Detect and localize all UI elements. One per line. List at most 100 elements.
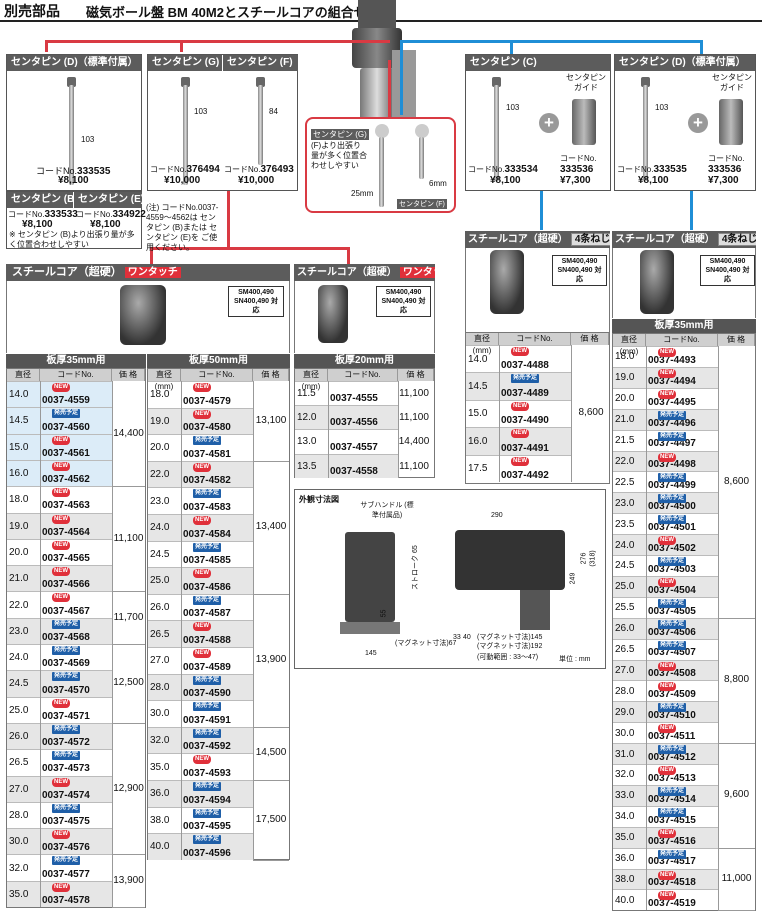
steel-core-image — [318, 285, 348, 343]
pin-d2-guide-label: センタピン ガイド — [712, 73, 752, 92]
column-header-price: 価 格 — [253, 369, 289, 381]
pin-f-code: コードNo.376493 — [224, 164, 294, 175]
column-header-price: 価 格 — [718, 334, 755, 346]
new-badge: NEW — [52, 461, 70, 471]
coming-soon-badge: 発売予定 — [658, 473, 687, 483]
plus-icon: + — [539, 113, 559, 133]
machine-base — [340, 622, 400, 634]
cell-size: 31.0 — [615, 748, 635, 760]
cell-size: 15.0 — [9, 441, 29, 453]
pin-e-heading: センタピン (E)※ — [74, 192, 142, 208]
cell-size: 25.0 — [9, 704, 29, 716]
pin-c-guide-label: センタピン ガイド — [566, 73, 606, 92]
new-badge: NEW — [658, 766, 676, 775]
price-group: 8,600 — [723, 475, 750, 487]
cell-code: 0037-4574 — [42, 789, 90, 801]
cell-code: 0037-4592 — [183, 741, 231, 753]
pin-icon — [494, 85, 499, 181]
pin-c-guide-code-label: コードNo. — [560, 154, 597, 163]
cell-code: 0037-4596 — [183, 847, 231, 859]
cell-code: 0037-4496 — [648, 417, 696, 429]
new-badge: NEW — [52, 488, 70, 498]
screw-core-b-photo-area — [612, 248, 756, 318]
new-badge: NEW — [52, 435, 70, 445]
cell-code: 0037-4518 — [648, 877, 696, 889]
cell-code: 0037-4493 — [648, 354, 696, 366]
new-badge: NEW — [193, 462, 211, 472]
column-header-size: 直径(mm) — [613, 334, 646, 356]
pin-b-code: コードNo.333533 — [8, 209, 78, 220]
cell-size: 16.0 — [9, 468, 29, 480]
new-badge: NEW — [52, 882, 70, 892]
cell-size: 19.0 — [615, 372, 635, 384]
connector-line — [227, 190, 230, 250]
cell-code: 0037-4519 — [648, 898, 696, 910]
steel-core-image — [120, 285, 166, 345]
machine-illustration — [336, 0, 416, 130]
connector-line — [400, 40, 403, 115]
cell-size: 11.5 — [297, 388, 316, 400]
cell-code: 0037-4503 — [648, 563, 696, 575]
cell-code: 0037-4495 — [648, 396, 696, 408]
cell-size: 14.0 — [468, 353, 488, 365]
price-group: 11,000 — [721, 872, 752, 884]
screw-core-b-heading: スチールコア（超硬）4条ねじ — [612, 231, 756, 248]
cell-size: 14.5 — [468, 381, 488, 393]
cell-code: 0037-4512 — [648, 751, 696, 763]
new-badge: NEW — [52, 540, 70, 550]
onetouch20-heading: スチールコア（超硬）ワンタッチ — [294, 264, 435, 281]
dim-290: 290 — [491, 512, 503, 519]
cell-price: 11,100 — [399, 388, 429, 400]
cell-size: 30.0 — [9, 836, 29, 848]
pin-icon — [181, 77, 190, 87]
cell-size: 25.5 — [615, 602, 635, 614]
cell-code: 0037-4576 — [42, 842, 90, 854]
coming-soon-badge: 発売予定 — [658, 557, 687, 566]
cell-code: 0037-4491 — [501, 442, 549, 454]
pin-c-card: センタピン (C) 103 + センタピン ガイド — [465, 54, 611, 191]
dim-276: 276 — [580, 552, 588, 565]
coming-soon-badge: 発売予定 — [658, 619, 687, 629]
price-group: 13,100 — [255, 414, 287, 426]
price-group: 9,600 — [723, 789, 750, 801]
pin-b-heading: センタピン (B) — [7, 192, 74, 208]
cell-size: 35.0 — [615, 832, 635, 844]
cell-size: 26.5 — [9, 757, 29, 769]
cell-size: 18.0 — [9, 494, 29, 506]
connector-line — [150, 247, 350, 250]
cell-size: 26.5 — [615, 644, 635, 656]
cell-size: 22.0 — [150, 469, 170, 481]
cell-size: 24.0 — [9, 652, 29, 664]
dim-mag145: (マグネット寸法)145 — [477, 634, 543, 641]
cell-size: 18.0 — [615, 351, 635, 363]
connector-line — [180, 40, 390, 43]
cell-code: 0037-4587 — [183, 608, 231, 620]
new-badge: NEW — [52, 514, 70, 524]
new-badge: NEW — [193, 409, 211, 419]
new-badge: NEW — [658, 870, 676, 880]
cell-code: 0037-4497 — [648, 438, 696, 450]
column-header-price: 価 格 — [571, 333, 609, 345]
t20-title: 板厚20mm用 — [294, 354, 435, 368]
new-badge: NEW — [658, 661, 676, 671]
